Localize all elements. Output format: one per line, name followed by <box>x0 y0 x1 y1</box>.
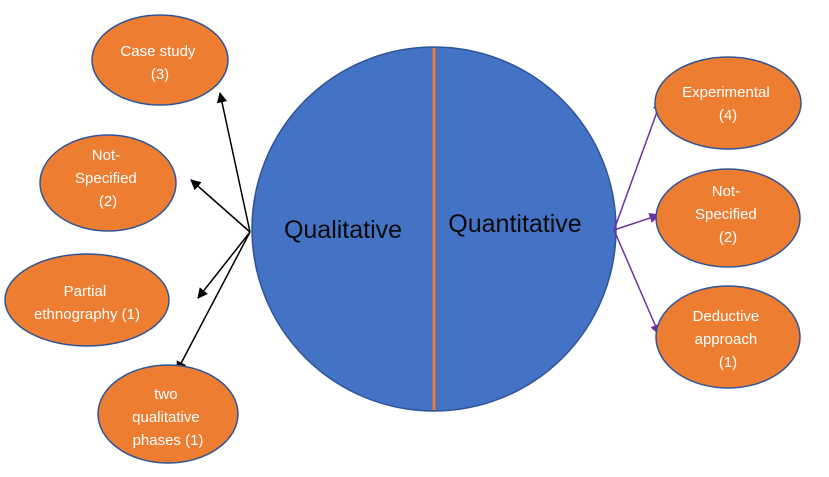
node-line: phases (1) <box>133 432 204 449</box>
qualitative-label: Qualitative <box>284 216 402 244</box>
svg-text:Not- Specified: Not- Specified (2) <box>75 147 141 210</box>
quantitative-nodes: Experimental (4) Not- Specified (2) Dedu… <box>654 56 802 389</box>
node-line: (3) <box>151 66 169 83</box>
node-line: Case study <box>120 43 196 60</box>
node-line: two <box>154 386 177 403</box>
node-not-specified-right: Not- Specified (2) <box>655 168 801 268</box>
quantitative-arrow <box>613 100 663 231</box>
qualitative-arrow <box>176 231 251 372</box>
node-not-specified-left: Not- Specified (2) <box>39 134 177 232</box>
qualitative-arrows <box>176 91 251 372</box>
quantitative-arrow <box>613 213 660 231</box>
svg-text:Case study (3): Case study (3) <box>120 43 199 83</box>
node-line: qualitative <box>132 409 200 426</box>
node-partial-ethnography: Partial ethnography (1) <box>4 253 170 347</box>
qualitative-arrow <box>197 231 251 299</box>
node-line: (2) <box>99 193 117 210</box>
svg-text:Not- Specified: Not- Specified (2) <box>695 183 761 246</box>
node-line: (4) <box>719 107 737 124</box>
node-line: Partial <box>64 283 107 300</box>
svg-text:Deductive approach: Deductive approach (1) <box>693 308 764 371</box>
quantitative-label: Quantitative <box>448 210 581 238</box>
node-case-study: Case study (3) <box>91 14 229 106</box>
node-line: Not- <box>712 183 740 200</box>
qualitative-arrow <box>190 179 251 233</box>
node-line: Specified <box>75 170 137 187</box>
node-line: Experimental <box>682 84 770 101</box>
node-two-qualitative-phases: two qualitative phases (1) <box>97 364 239 464</box>
svg-text:two qualitative: two qualitative phases (1) <box>132 386 204 449</box>
svg-text:Experimental (4): Experimental (4) <box>682 84 774 124</box>
qualitative-nodes: Case study (3) Not- Specified (2) Partia… <box>4 14 239 464</box>
quantitative-arrows <box>613 100 663 335</box>
node-line: (2) <box>719 229 737 246</box>
node-line: ethnography (1) <box>34 306 140 323</box>
node-deductive-approach: Deductive approach (1) <box>655 285 801 389</box>
node-line: Specified <box>695 206 757 223</box>
node-line: (1) <box>719 354 737 371</box>
svg-text:Partial ethnography (1: Partial ethnography (1) <box>34 283 140 323</box>
node-experimental: Experimental (4) <box>654 56 802 150</box>
node-line: Not- <box>92 147 120 164</box>
node-line: Deductive <box>693 308 760 325</box>
quantitative-arrow <box>613 229 661 335</box>
qualitative-arrow <box>216 91 251 233</box>
node-line: approach <box>695 331 758 348</box>
